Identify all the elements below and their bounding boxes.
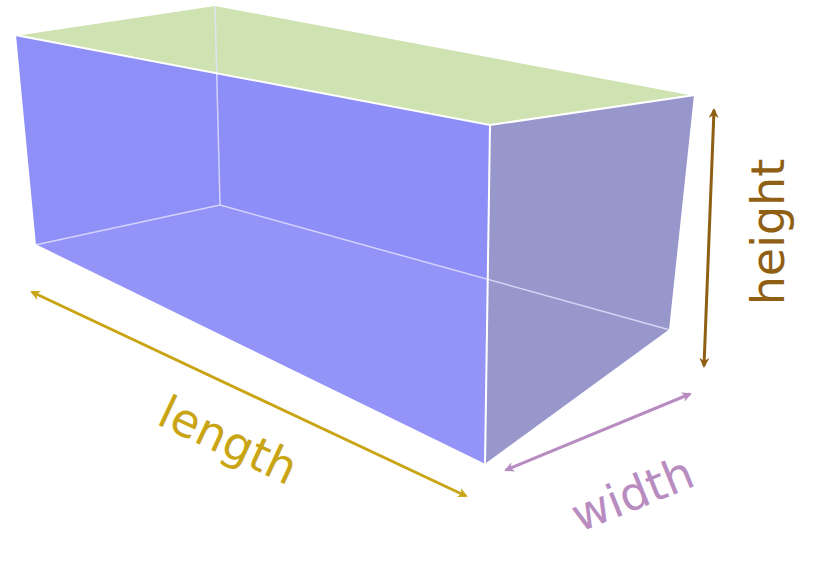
height-arrow xyxy=(704,110,714,366)
length-arrow xyxy=(32,292,466,496)
dimension-label: length xyxy=(152,388,304,492)
dimension-label: width xyxy=(565,449,700,539)
front-face xyxy=(15,35,490,465)
cuboid-edges xyxy=(15,5,695,465)
hidden-edges xyxy=(35,5,670,330)
end-face xyxy=(485,95,695,465)
dimension-label: height xyxy=(745,159,791,306)
